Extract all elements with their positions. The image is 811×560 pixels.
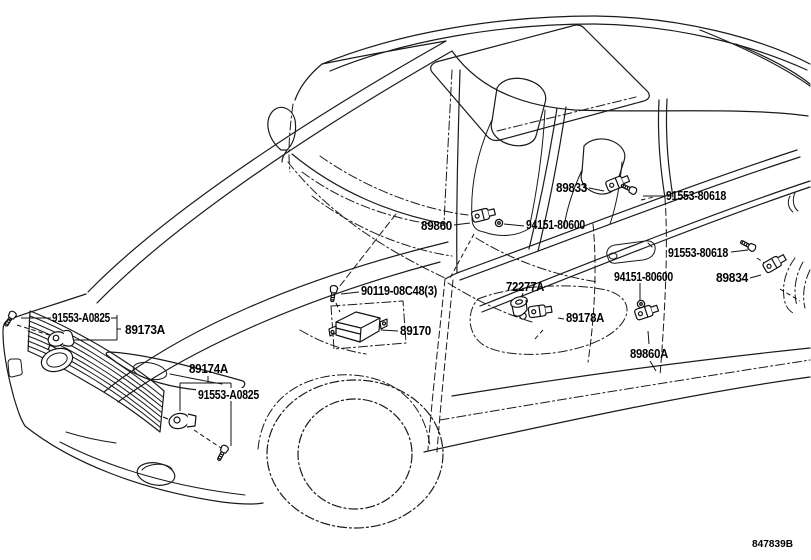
sunroof-hidden-edge [496, 96, 637, 132]
cowl-hidden-2 [311, 195, 453, 257]
part-ecu-89170[interactable] [328, 311, 388, 343]
part-label-94151-80600-door[interactable]: 94151-80600 [614, 270, 674, 284]
far-a-pillar-hidden [443, 69, 453, 225]
fog-lamp [136, 462, 176, 486]
part-label-91553-a0825-bumper[interactable]: 91553-A0825 [198, 388, 260, 402]
roof-drip-rail [451, 50, 809, 117]
door-molding [479, 180, 811, 313]
part-bolt-91553-a0825-bumper[interactable] [214, 443, 230, 463]
part-label-89860a[interactable]: 89860A [630, 347, 669, 361]
sunroof-outline [430, 24, 650, 142]
part-label-89170[interactable]: 89170 [400, 324, 432, 338]
part-nut-94151-pillar[interactable] [494, 218, 504, 228]
label-mask [196, 388, 262, 401]
front-wheel-rim [297, 398, 413, 510]
front-window-edge [456, 69, 461, 274]
part-label-89174a[interactable]: 89174A [189, 362, 229, 376]
part-label-91553-a0825-grille[interactable]: 91553-A0825 [52, 311, 111, 325]
door-inner-hidden [447, 282, 533, 323]
leader-dashed-lines [16, 196, 801, 449]
part-clip-72277a[interactable] [509, 295, 528, 317]
second-seatback [563, 161, 623, 229]
rocker-hidden-line [439, 359, 811, 421]
part-label-89860[interactable]: 89860 [421, 219, 453, 233]
brand-emblem [40, 347, 74, 373]
part-label-72277a[interactable]: 72277A [506, 280, 545, 294]
cowl-line [291, 153, 447, 225]
bumper-inner-line [59, 431, 246, 496]
tow-hook-cover [7, 358, 23, 378]
front-tire [266, 379, 444, 529]
greenhouse [87, 15, 811, 304]
door-front-edge [427, 278, 454, 453]
part-sensor-89860[interactable] [470, 205, 497, 224]
part-label-94151-80600-pillar[interactable]: 94151-80600 [526, 218, 586, 232]
far-roof-corner [294, 63, 323, 101]
grille-outline [27, 310, 165, 433]
body-side [287, 69, 811, 453]
fender-door-seam [287, 161, 446, 279]
front-headrest [490, 77, 547, 147]
rear-pillar [699, 29, 811, 87]
wheels [257, 374, 444, 529]
floor-tunnel-hidden [299, 329, 367, 355]
part-sensor-89178a[interactable] [527, 303, 553, 319]
part-sensor-89834[interactable] [761, 251, 789, 275]
part-sensor-89174a[interactable] [162, 412, 197, 431]
floor-hidden [475, 237, 599, 283]
rear-wheel-arch [783, 257, 811, 314]
door-handle-rear [787, 192, 799, 213]
leader-lines [21, 187, 762, 446]
part-label-89834[interactable]: 89834 [716, 271, 749, 285]
roof-outline [321, 15, 811, 72]
beltline [444, 149, 801, 281]
wiper-hidden [301, 171, 431, 225]
b-pillar [528, 106, 567, 252]
part-label-89173a[interactable]: 89173A [125, 323, 166, 337]
cowl-hidden-1 [319, 155, 469, 216]
front-wheel-arch [257, 374, 431, 450]
c-pillar [657, 98, 674, 199]
part-label-91553-80618-upper[interactable]: 91553-80618 [666, 189, 727, 203]
part-label-90119-08c48[interactable]: 90119-08C48(3) [361, 284, 437, 298]
grille-slats [27, 315, 164, 428]
console-hidden [335, 213, 397, 292]
side-mirror [267, 106, 297, 163]
a-pillar [87, 40, 453, 304]
door-handle-cup [608, 252, 618, 260]
seat-cushion-phantom [469, 285, 628, 355]
rear-door-shut-line [659, 197, 667, 377]
front-door-shut-line [587, 223, 596, 363]
rocker-panel [423, 347, 811, 453]
fender-hood-line [103, 241, 449, 403]
headlamp-projector [132, 361, 168, 381]
far-corner-hidden [288, 103, 294, 173]
part-label-89833[interactable]: 89833 [556, 181, 588, 195]
door-handle-front [606, 240, 656, 264]
diagram-code: 847839B [752, 538, 793, 550]
part-label-91553-80618-lower[interactable]: 91553-80618 [668, 246, 729, 260]
part-label-89178a[interactable]: 89178A [566, 311, 605, 325]
part-sensor-89173a[interactable] [46, 329, 75, 351]
part-bolt-91553-80618-upper[interactable] [619, 181, 639, 196]
